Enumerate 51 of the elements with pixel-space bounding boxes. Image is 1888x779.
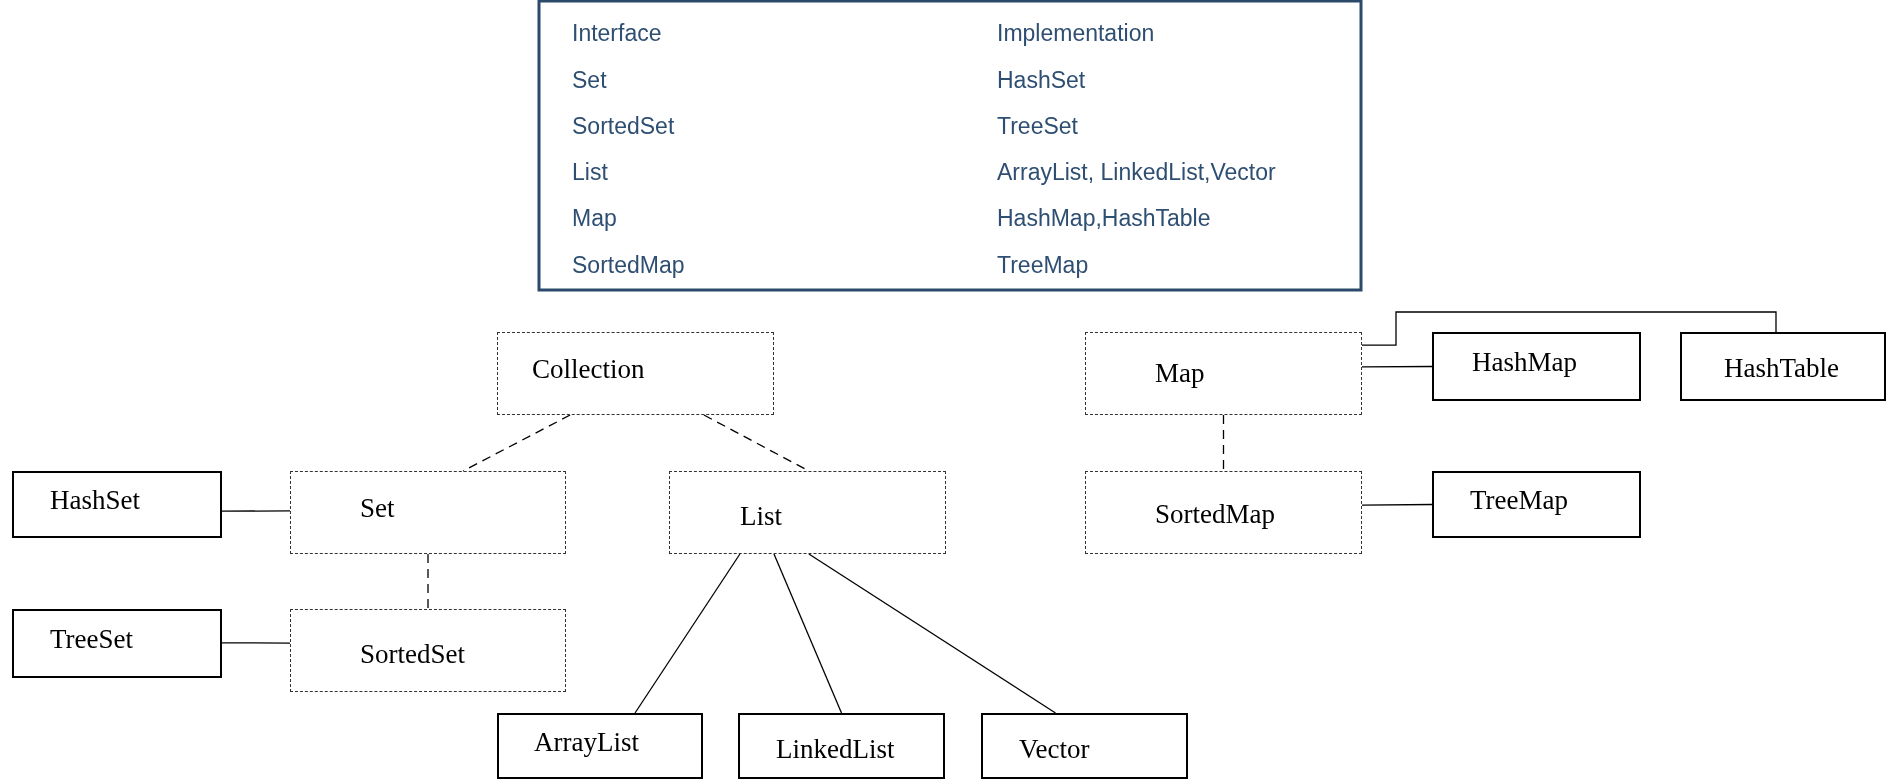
class-box bbox=[1432, 471, 1641, 538]
connector-line bbox=[1361, 503, 1433, 506]
class-box bbox=[1432, 332, 1641, 401]
dashed-connector bbox=[1222, 414, 1225, 472]
connector-line bbox=[221, 642, 291, 644]
interface-box bbox=[1085, 332, 1362, 415]
table-cell-text: List bbox=[572, 161, 608, 184]
connector-line bbox=[634, 553, 741, 714]
node-label: LinkedList bbox=[776, 733, 895, 765]
interface-box bbox=[1085, 471, 1362, 554]
table-cell-text: TreeSet bbox=[997, 115, 1078, 138]
node-label: Vector bbox=[1019, 733, 1090, 765]
connector-line bbox=[1361, 311, 1777, 346]
column-header: Implementation bbox=[997, 22, 1155, 45]
node-label: HashTable bbox=[1724, 353, 1840, 384]
dashed-connector bbox=[462, 414, 571, 472]
table-cell-text: ArrayList, LinkedList,Vector bbox=[997, 161, 1276, 184]
dashed-connector bbox=[427, 553, 429, 610]
connector-line bbox=[773, 553, 843, 714]
interface-box bbox=[290, 471, 566, 554]
table-cell-text: HashSet bbox=[997, 69, 1086, 92]
node-label: TreeSet bbox=[50, 624, 133, 655]
node-label: Collection bbox=[532, 354, 645, 385]
connector-line bbox=[221, 510, 291, 512]
node-label: List bbox=[740, 501, 782, 532]
class-box bbox=[12, 471, 222, 538]
interface-box bbox=[497, 332, 774, 415]
node-label: SortedMap bbox=[1155, 499, 1275, 530]
class-box bbox=[981, 713, 1188, 779]
connector-line bbox=[1361, 365, 1433, 368]
class-box bbox=[738, 713, 945, 779]
interface-box bbox=[669, 471, 946, 554]
node-label: Map bbox=[1155, 358, 1205, 389]
column-header: Interface bbox=[572, 22, 662, 45]
table-cell-text: TreeMap bbox=[997, 254, 1089, 277]
table-cell-text: SortedMap bbox=[572, 254, 685, 277]
interface-box bbox=[290, 609, 566, 692]
class-box bbox=[12, 609, 222, 678]
node-label: SortedSet bbox=[360, 639, 465, 670]
node-label: HashSet bbox=[50, 485, 140, 516]
table-cell-text: Map bbox=[572, 207, 617, 230]
class-box bbox=[1680, 332, 1886, 401]
table-cell-text: Set bbox=[572, 69, 607, 92]
table-cell-text: SortedSet bbox=[572, 115, 675, 138]
class-box bbox=[497, 713, 703, 779]
node-label: Set bbox=[360, 493, 395, 524]
connector-line bbox=[808, 553, 1057, 714]
node-label: ArrayList bbox=[534, 726, 639, 758]
node-label: TreeMap bbox=[1470, 485, 1568, 516]
table-cell-text: HashMap,HashTable bbox=[997, 207, 1211, 230]
node-label: HashMap bbox=[1472, 347, 1577, 378]
